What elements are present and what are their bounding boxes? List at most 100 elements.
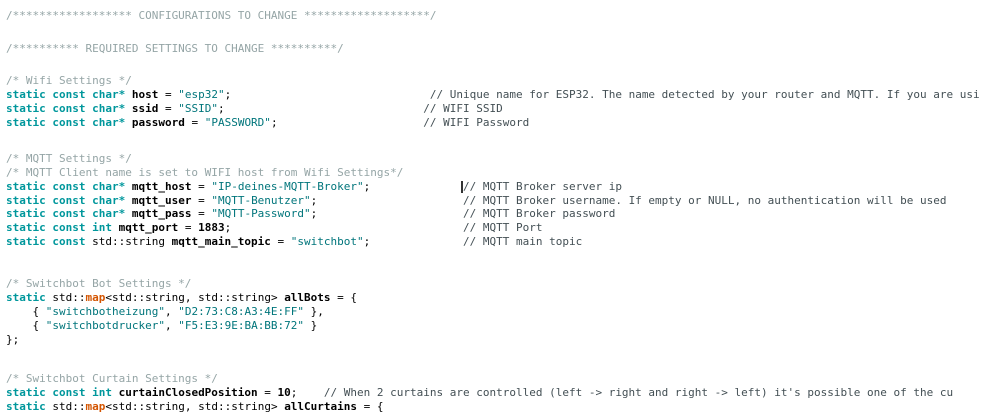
code-token: static const	[6, 235, 86, 248]
code-line: static const char* mqtt_host = "IP-deine…	[6, 180, 622, 194]
code-token: static const char*	[6, 180, 126, 193]
code-token: static const char*	[6, 194, 126, 207]
code-token: "esp32"	[178, 88, 225, 101]
code-line: { "switchbotdrucker", "F5:E3:9E:BA:BB:72…	[6, 319, 317, 333]
code-token: =	[270, 235, 291, 248]
code-token: "F5:E3:9E:BA:BB:72"	[178, 319, 305, 332]
code-token: allBots	[284, 291, 331, 304]
code-line: /* Wifi Settings */	[6, 74, 132, 88]
code-token: // Unique name for ESP32. The name detec…	[429, 88, 980, 101]
code-token: // WIFI Password	[423, 116, 530, 129]
code-token: // MQTT main topic	[463, 235, 583, 248]
code-token: 10	[277, 386, 291, 399]
code-token: }	[304, 319, 318, 332]
code-token: ,	[164, 319, 179, 332]
code-token: "IP-deines-MQTT-Broker"	[211, 180, 364, 193]
code-line: static std::map<std::string, std::string…	[6, 400, 384, 413]
code-line: static const char* ssid = "SSID"; // WIF…	[6, 102, 503, 116]
code-token: =	[158, 88, 179, 101]
code-token: static const int	[6, 386, 112, 399]
code-token: /********** REQUIRED SETTINGS TO CHANGE …	[6, 42, 344, 55]
code-token: host	[131, 88, 159, 101]
code-token: /* Wifi Settings */	[6, 74, 132, 87]
code-token: =	[184, 116, 205, 129]
code-line: static const char* host = "esp32"; // Un…	[6, 88, 980, 102]
code-token: "switchbotdrucker"	[45, 319, 165, 332]
code-token: =	[191, 180, 212, 193]
code-token: = {	[357, 400, 384, 413]
code-token: std::string	[85, 235, 172, 248]
code-token: {	[6, 319, 46, 332]
code-token: /* MQTT Client name is set to WIFI host …	[6, 166, 404, 179]
code-token: ;	[224, 88, 430, 101]
code-token: ;	[224, 221, 463, 234]
code-token: ;	[363, 180, 463, 193]
code-token: <std::string, std::string>	[105, 291, 285, 304]
code-line: };	[6, 333, 19, 347]
code-token: std::	[45, 400, 86, 413]
code-token: 1883	[198, 221, 225, 234]
code-token: =	[257, 386, 278, 399]
code-token: // MQTT Broker server ip	[463, 180, 622, 193]
code-token: "switchbotheizung"	[45, 305, 165, 318]
code-token	[125, 207, 132, 220]
code-token	[125, 102, 132, 115]
code-token: mqtt_host	[131, 180, 192, 193]
code-token	[125, 194, 132, 207]
code-token: mqtt_user	[131, 194, 192, 207]
code-token: {	[6, 305, 46, 318]
code-token: ;	[363, 235, 463, 248]
code-token: =	[191, 207, 212, 220]
code-token: /* Switchbot Curtain Settings */	[6, 372, 218, 385]
code-token: <std::string, std::string>	[105, 400, 285, 413]
code-token: allCurtains	[284, 400, 358, 413]
code-token: ;	[310, 207, 463, 220]
code-token: static const char*	[6, 102, 126, 115]
code-token: };	[6, 333, 20, 346]
code-token: /****************** CONFIGURATIONS TO CH…	[6, 9, 437, 22]
code-token: // MQTT Port	[463, 221, 543, 234]
code-token: map	[85, 400, 106, 413]
code-token: "D2:73:C8:A3:4E:FF"	[178, 305, 305, 318]
code-token: // When 2 curtains are controlled (left …	[323, 386, 954, 399]
code-line: /* Switchbot Curtain Settings */	[6, 372, 218, 386]
code-token	[112, 221, 119, 234]
code-line: static const int mqtt_port = 1883; // MQ…	[6, 221, 542, 235]
code-token: // WIFI SSID	[423, 102, 503, 115]
code-token	[125, 180, 132, 193]
code-token: static	[6, 291, 46, 304]
code-token: ;	[310, 194, 463, 207]
code-line: { "switchbotheizung", "D2:73:C8:A3:4E:FF…	[6, 305, 324, 319]
code-line: /****************** CONFIGURATIONS TO CH…	[6, 9, 436, 23]
code-line: /* Switchbot Bot Settings */	[6, 277, 191, 291]
code-token: "MQTT-Password"	[211, 207, 311, 220]
code-token: = {	[330, 291, 358, 304]
code-token: // MQTT Broker username. If empty or NUL…	[463, 194, 947, 207]
code-token: ;	[217, 102, 424, 115]
code-token: map	[85, 291, 106, 304]
code-token: static const int	[6, 221, 112, 234]
code-line: static const char* mqtt_pass = "MQTT-Pas…	[6, 207, 615, 221]
code-token: /* Switchbot Bot Settings */	[6, 277, 192, 290]
code-line: /* MQTT Client name is set to WIFI host …	[6, 166, 403, 180]
code-token: static const char*	[6, 207, 126, 220]
code-token: mqtt_port	[118, 221, 179, 234]
code-line: static const std::string mqtt_main_topic…	[6, 235, 582, 249]
code-token: "MQTT-Benutzer"	[211, 194, 311, 207]
code-token: },	[304, 305, 324, 318]
code-token: password	[131, 116, 185, 129]
code-token: // MQTT Broker password	[463, 207, 616, 220]
code-token: /* MQTT Settings */	[6, 152, 132, 165]
code-line: static const char* mqtt_user = "MQTT-Ben…	[6, 194, 946, 208]
code-token: ssid	[131, 102, 159, 115]
code-token: =	[178, 221, 199, 234]
text-cursor	[461, 181, 463, 193]
code-token: mqtt_main_topic	[171, 235, 271, 248]
code-token: curtainClosedPosition	[118, 386, 258, 399]
code-token: static	[6, 400, 46, 413]
code-line: /* MQTT Settings */	[6, 152, 132, 166]
code-token	[125, 116, 132, 129]
code-token: ;	[290, 386, 324, 399]
code-token: =	[158, 102, 179, 115]
